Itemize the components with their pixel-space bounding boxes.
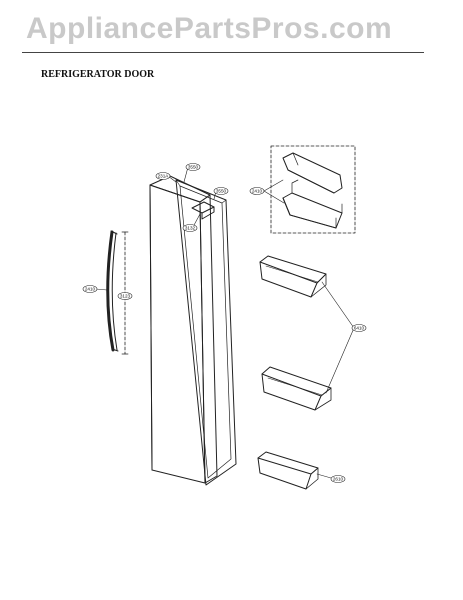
svg-text:2610: 2610 xyxy=(333,477,344,482)
callout-handle: 2410 xyxy=(82,285,98,293)
callout-gasket-top: 3550 xyxy=(185,163,201,171)
callout-basket-top: 2410 xyxy=(249,187,265,195)
svg-text:3123: 3123 xyxy=(120,294,131,299)
callout-handle-bar: 3123 xyxy=(117,292,133,300)
site-watermark: AppliancePartsPros.com xyxy=(26,12,393,45)
svg-text:2410: 2410 xyxy=(252,189,263,194)
basket-group-box xyxy=(270,145,356,234)
leader-lines xyxy=(95,166,355,479)
callout-gasket-corner: 231A xyxy=(155,172,171,180)
door-basket-upper xyxy=(259,255,327,298)
door-panel xyxy=(149,175,218,484)
header-rule xyxy=(22,52,424,53)
door-gasket xyxy=(175,179,237,486)
door-cap xyxy=(191,201,215,220)
door-basket-middle xyxy=(261,366,332,411)
svg-text:3132: 3132 xyxy=(185,226,196,231)
svg-text:231A: 231A xyxy=(158,174,170,179)
page-title: REFRIGERATOR DOOR xyxy=(41,69,155,80)
callout-bottom-basket: 2610 xyxy=(330,475,346,483)
svg-text:2410: 2410 xyxy=(85,287,96,292)
svg-text:3550: 3550 xyxy=(188,165,199,170)
callout-cap: 3132 xyxy=(182,224,198,232)
top-basket-cover xyxy=(282,152,343,194)
door-handle xyxy=(106,230,119,352)
svg-text:6410: 6410 xyxy=(354,326,365,331)
callout-gasket-side: 3550 xyxy=(213,187,229,195)
top-basket-bin xyxy=(282,179,343,229)
svg-text:3550: 3550 xyxy=(216,189,227,194)
door-basket-lower xyxy=(257,451,319,490)
callout-shelves: 6410 xyxy=(351,324,367,332)
